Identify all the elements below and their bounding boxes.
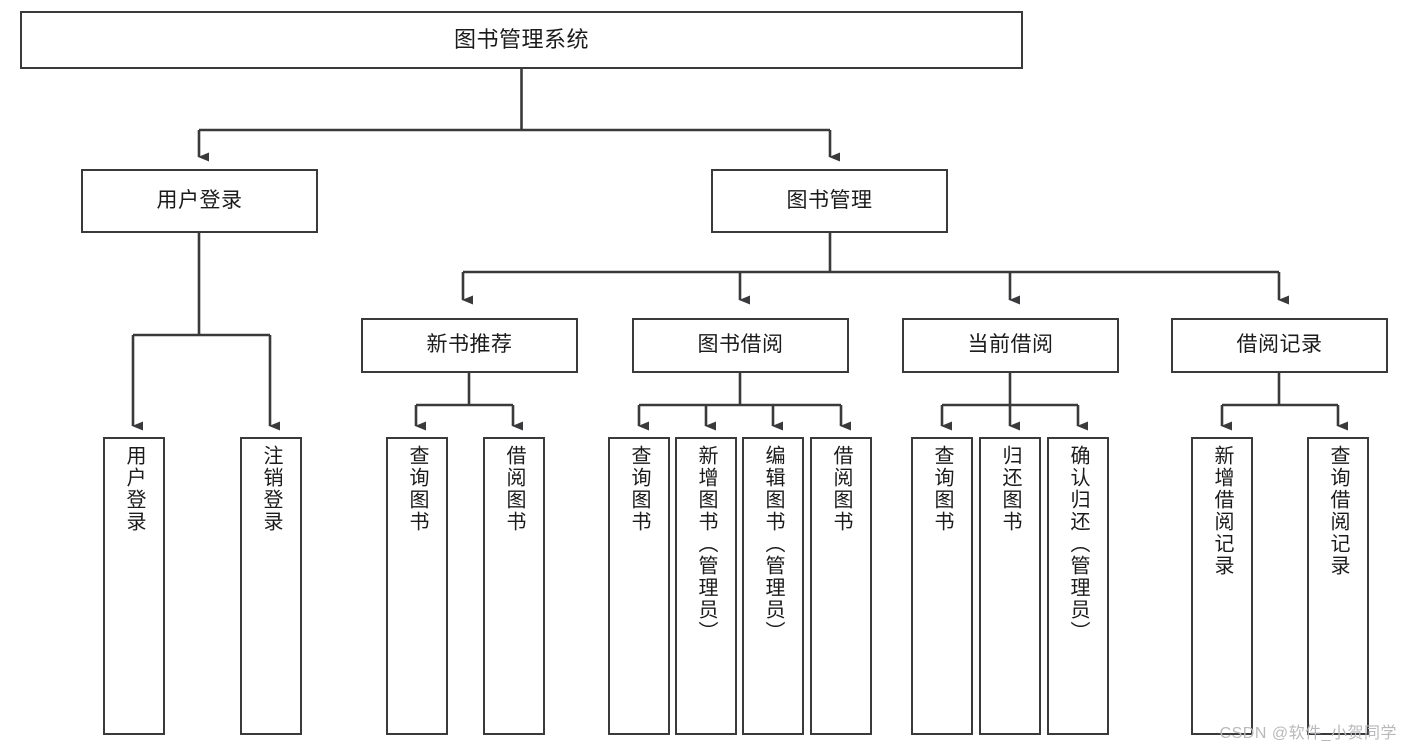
node-current-borrow[interactable]: 当前借阅: [902, 318, 1119, 373]
node-book-borrow[interactable]: 图书借阅: [632, 318, 849, 373]
node-borrow-record[interactable]: 借阅记录: [1171, 318, 1388, 373]
node-leaf-borrow-book-recommend[interactable]: 借阅图书: [483, 437, 545, 735]
node-label: 注销登录: [260, 445, 282, 533]
node-leaf-borrow-book[interactable]: 借阅图书: [810, 437, 872, 735]
node-label: 图书管理: [786, 188, 873, 212]
node-label: 图书借阅: [697, 333, 784, 357]
node-new-book-recommend[interactable]: 新书推荐: [361, 318, 578, 373]
node-book-management[interactable]: 图书管理: [711, 169, 948, 233]
node-label: 查询借阅记录: [1327, 445, 1349, 577]
node-label: 查询图书: [931, 445, 953, 533]
node-leaf-query-book[interactable]: 查询图书: [608, 437, 670, 735]
node-leaf-add-book-admin[interactable]: 新增图书（管理员）: [675, 437, 737, 735]
node-label: 借阅图书: [503, 445, 525, 533]
node-label: 用户登录: [156, 188, 243, 212]
node-label: 查询图书: [628, 445, 650, 533]
node-leaf-logout[interactable]: 注销登录: [240, 437, 302, 735]
node-label: 查询图书: [406, 445, 428, 533]
node-label: 当前借阅: [967, 333, 1054, 357]
node-label: 借阅记录: [1236, 333, 1323, 357]
node-user-login[interactable]: 用户登录: [81, 169, 318, 233]
node-label: 归还图书: [999, 445, 1021, 533]
node-label: 新增图书（管理员）: [695, 445, 717, 643]
node-label: 新书推荐: [426, 333, 513, 357]
node-leaf-add-borrow-record[interactable]: 新增借阅记录: [1191, 437, 1253, 735]
node-label: 借阅图书: [830, 445, 852, 533]
node-leaf-query-book-current[interactable]: 查询图书: [911, 437, 973, 735]
node-label: 编辑图书（管理员）: [762, 445, 784, 643]
node-leaf-confirm-return-admin[interactable]: 确认归还（管理员）: [1047, 437, 1109, 735]
node-leaf-edit-book-admin[interactable]: 编辑图书（管理员）: [742, 437, 804, 735]
node-leaf-user-login[interactable]: 用户登录: [103, 437, 165, 735]
node-label: 图书管理系统: [453, 27, 589, 53]
csdn-watermark: CSDN @软件_小贺同学: [1219, 725, 1397, 742]
node-label: 新增借阅记录: [1211, 445, 1233, 577]
node-root-system[interactable]: 图书管理系统: [20, 11, 1023, 69]
node-leaf-return-book[interactable]: 归还图书: [979, 437, 1041, 735]
node-label: 确认归还（管理员）: [1067, 445, 1089, 643]
node-leaf-query-borrow-record[interactable]: 查询借阅记录: [1307, 437, 1369, 735]
node-label: 用户登录: [123, 445, 145, 533]
node-leaf-query-book-recommend[interactable]: 查询图书: [386, 437, 448, 735]
